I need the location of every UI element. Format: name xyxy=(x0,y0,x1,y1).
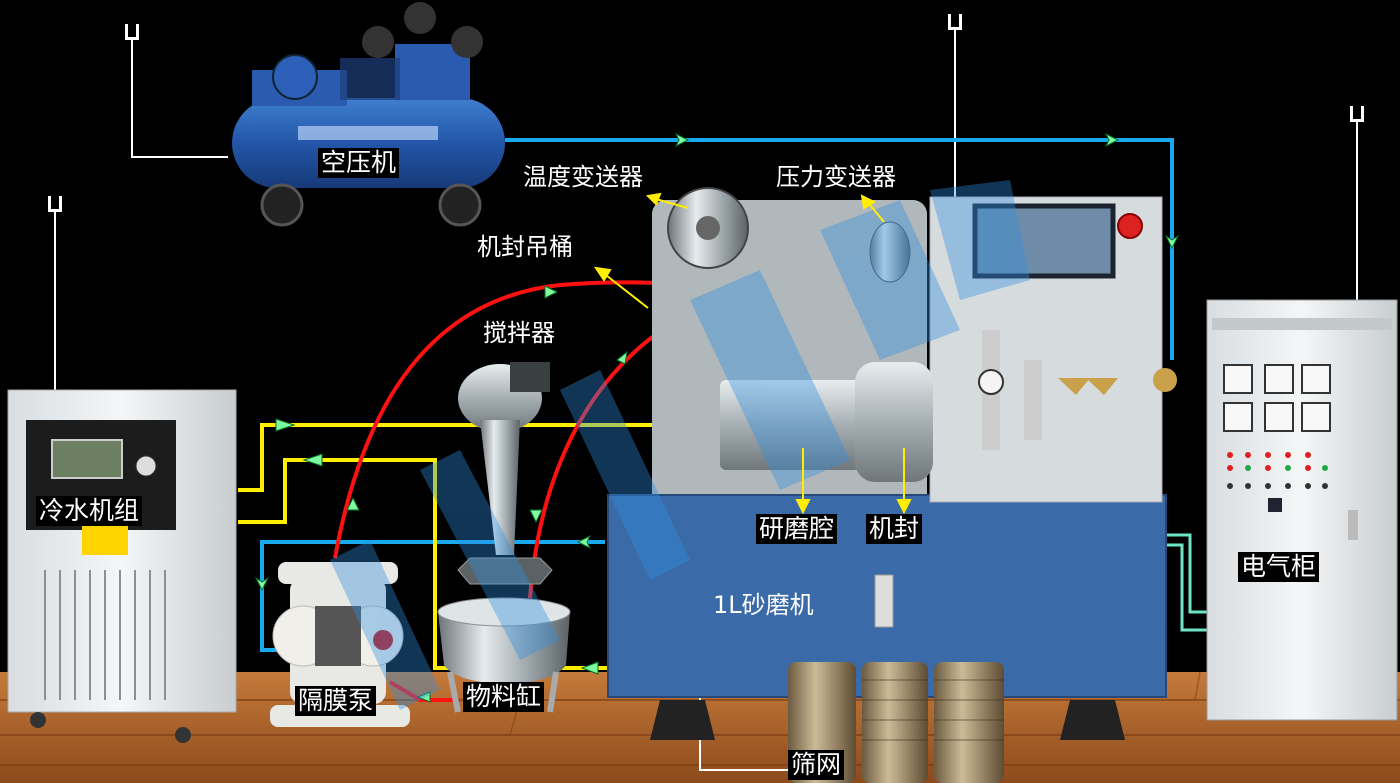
air-compressor xyxy=(232,2,505,227)
ground-symbol xyxy=(48,196,62,212)
label-diaphragm-pump: 隔膜泵 xyxy=(295,686,377,716)
ground-symbol xyxy=(948,14,962,30)
label-material-tank: 物料缸 xyxy=(463,682,545,712)
label-chiller-unit: 冷水机组 xyxy=(36,496,143,526)
electrical-cabinet xyxy=(1206,299,1398,721)
label-pressure-transmitter: 压力变送器 xyxy=(776,163,896,191)
agitator xyxy=(457,362,553,585)
label-temperature-transmitter: 温度变送器 xyxy=(523,163,643,191)
label-sand-mill: 1L砂磨机 xyxy=(713,591,814,619)
ground-symbol xyxy=(125,24,139,40)
label-electrical-cabinet: 电气柜 xyxy=(1238,552,1320,582)
cabinet-signal-line xyxy=(1165,533,1212,632)
chiller-unit xyxy=(7,389,237,743)
material-tank xyxy=(437,597,571,713)
label-agitator: 搅拌器 xyxy=(483,319,555,347)
watermark-logo xyxy=(330,180,1030,710)
label-air-compressor: 空压机 xyxy=(318,148,400,178)
label-mechanical-seal: 机封 xyxy=(866,514,923,544)
label-grinding-chamber: 研磨腔 xyxy=(756,514,838,544)
label-screen: 筛网 xyxy=(788,750,845,780)
label-pointers xyxy=(593,192,912,515)
ground-symbol xyxy=(1350,106,1364,122)
label-seal-bucket: 机封吊桶 xyxy=(477,233,573,261)
